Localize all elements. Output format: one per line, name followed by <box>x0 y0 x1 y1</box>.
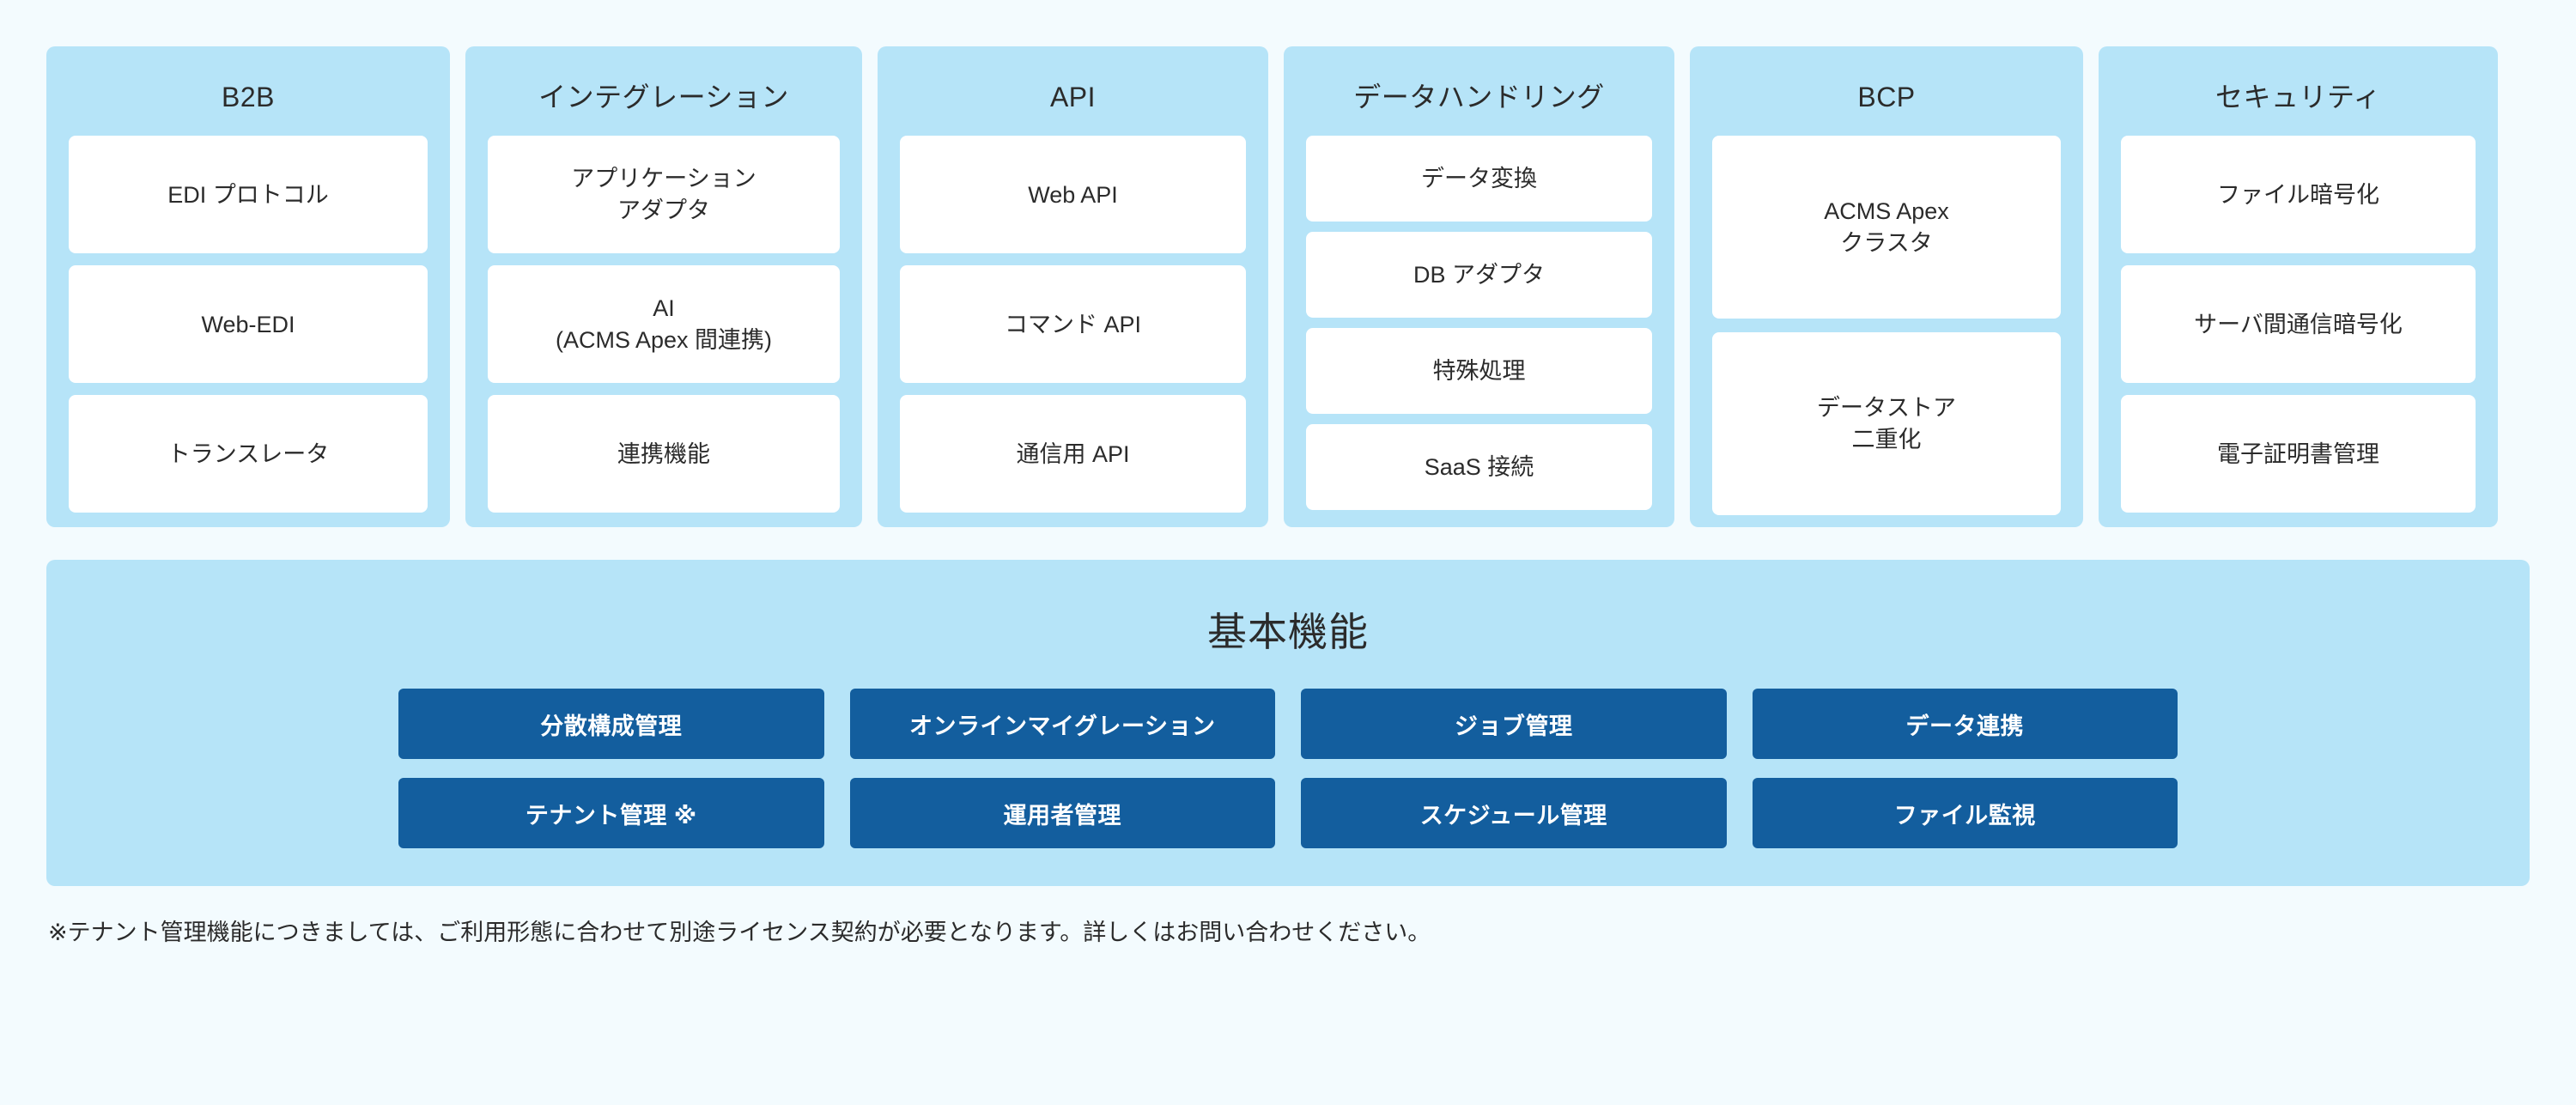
basic-function-button-online-migration[interactable]: オンラインマイグレーション <box>849 689 1275 759</box>
category-title: B2B <box>222 82 275 112</box>
category-item-list: ACMS Apex クラスタ データストア 二重化 <box>1712 136 2061 516</box>
feature-item: ファイル暗号化 <box>2121 136 2476 254</box>
basic-functions-grid: 分散構成管理 オンラインマイグレーション ジョブ管理 データ連携 テナント管理 … <box>81 689 2495 848</box>
category-title: API <box>1049 82 1097 112</box>
feature-item: 連携機能 <box>488 395 840 513</box>
category-row: B2B EDI プロトコル Web-EDI トランスレータ インテグレーション … <box>46 0 2530 527</box>
category-title: セキュリティ <box>2215 82 2382 112</box>
category-item-list: データ変換 DB アダプタ 特殊処理 SaaS 接続 <box>1306 136 1652 511</box>
category-title: データハンドリング <box>1353 82 1605 112</box>
category-card-integration: インテグレーション アプリケーション アダプタ AI (ACMS Apex 間連… <box>465 46 862 527</box>
basic-function-button-distributed-config[interactable]: 分散構成管理 <box>398 689 824 759</box>
feature-item: Web-EDI <box>69 265 428 384</box>
basic-function-button-file-monitoring[interactable]: ファイル監視 <box>1752 778 2178 848</box>
category-item-list: ファイル暗号化 サーバ間通信暗号化 電子証明書管理 <box>2121 136 2476 513</box>
category-card-bcp: BCP ACMS Apex クラスタ データストア 二重化 <box>1690 46 2083 527</box>
footnote-text: ※テナント管理機能につきましては、ご利用形態に合わせて別途ライセンス契約が必要と… <box>48 920 1431 945</box>
basic-function-button-job-management[interactable]: ジョブ管理 <box>1301 689 1727 759</box>
basic-function-button-tenant-management[interactable]: テナント管理 ※ <box>398 778 824 848</box>
basic-function-button-data-linkage[interactable]: データ連携 <box>1752 689 2178 759</box>
feature-item: コマンド API <box>900 265 1246 384</box>
category-item-list: アプリケーション アダプタ AI (ACMS Apex 間連携) 連携機能 <box>488 136 840 513</box>
basic-functions-title: 基本機能 <box>1207 610 1369 654</box>
category-title: BCP <box>1857 82 1916 112</box>
category-item-list: EDI プロトコル Web-EDI トランスレータ <box>69 136 428 513</box>
feature-item: 電子証明書管理 <box>2121 395 2476 513</box>
feature-item: DB アダプタ <box>1306 232 1652 319</box>
category-item-list: Web API コマンド API 通信用 API <box>900 136 1246 513</box>
feature-item: ACMS Apex クラスタ <box>1712 136 2061 319</box>
feature-item: トランスレータ <box>69 395 428 513</box>
category-title: インテグレーション <box>538 82 789 112</box>
category-card-data-handling: データハンドリング データ変換 DB アダプタ 特殊処理 SaaS 接続 <box>1284 46 1674 527</box>
feature-item: EDI プロトコル <box>69 136 428 254</box>
feature-item: サーバ間通信暗号化 <box>2121 265 2476 384</box>
feature-item: データストア 二重化 <box>1712 332 2061 516</box>
feature-item: Web API <box>900 136 1246 254</box>
feature-item: SaaS 接続 <box>1306 424 1652 511</box>
feature-item: 通信用 API <box>900 395 1246 513</box>
basic-functions-panel: 基本機能 分散構成管理 オンラインマイグレーション ジョブ管理 データ連携 テナ… <box>46 560 2530 886</box>
feature-item: 特殊処理 <box>1306 328 1652 415</box>
category-card-security: セキュリティ ファイル暗号化 サーバ間通信暗号化 電子証明書管理 <box>2099 46 2498 527</box>
basic-function-button-operator-management[interactable]: 運用者管理 <box>849 778 1275 848</box>
category-card-api: API Web API コマンド API 通信用 API <box>878 46 1268 527</box>
feature-item: アプリケーション アダプタ <box>488 136 840 254</box>
feature-item: AI (ACMS Apex 間連携) <box>488 265 840 384</box>
basic-function-button-schedule-management[interactable]: スケジュール管理 <box>1301 778 1727 848</box>
feature-item: データ変換 <box>1306 136 1652 222</box>
category-card-b2b: B2B EDI プロトコル Web-EDI トランスレータ <box>46 46 450 527</box>
